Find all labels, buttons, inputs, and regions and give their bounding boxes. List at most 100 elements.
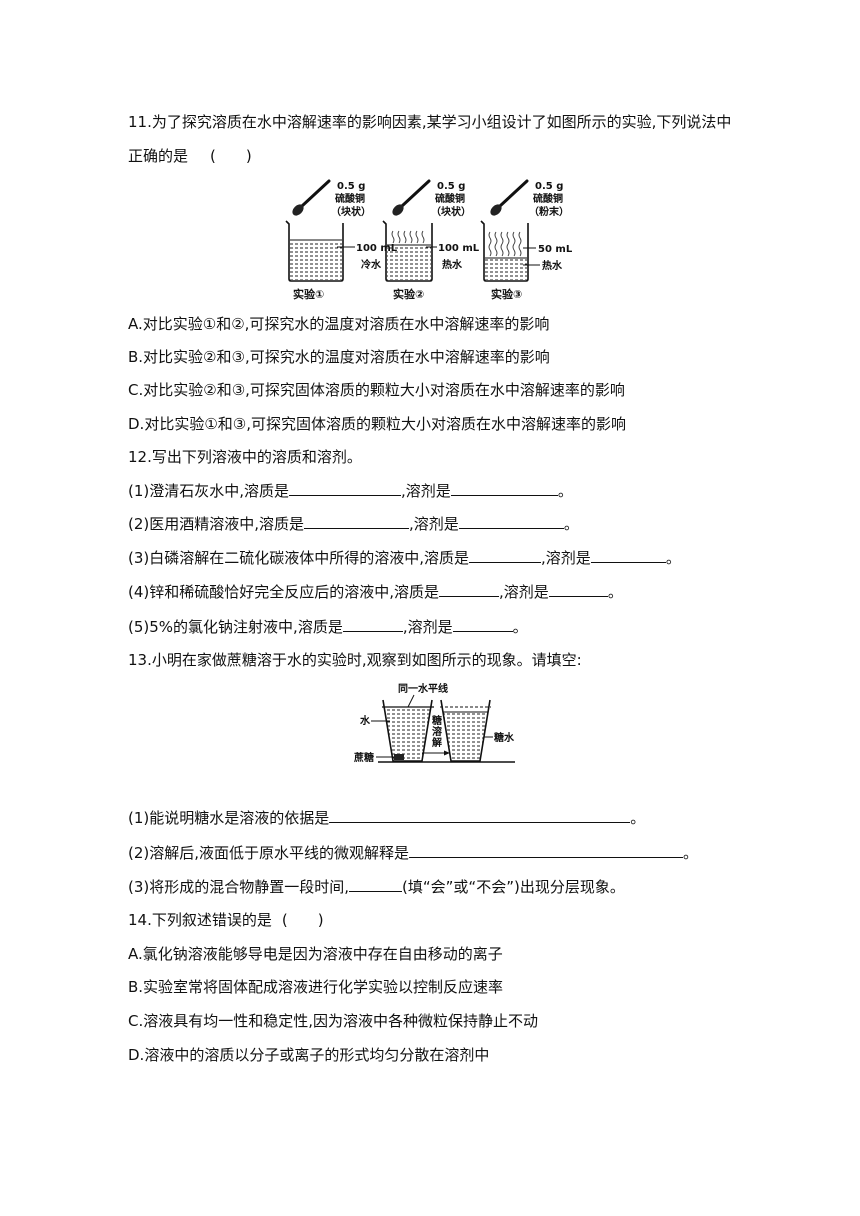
right-cup <box>440 699 491 762</box>
item-before: (4)锌和稀硫酸恰好完全反应后的溶液中,溶质是 <box>128 583 440 601</box>
q11-stem-line2: 正确的是 ( ) <box>128 146 252 166</box>
q12-item-1: (1)澄清石灰水中,溶质是 ,溶剂是 。 <box>128 481 573 501</box>
item-after: 。 <box>683 844 699 862</box>
process-arrowhead <box>444 750 450 756</box>
q11-stem-text: 正确的是 <box>128 147 189 165</box>
answer-blank <box>304 514 410 529</box>
item-before: (3)将形成的混合物静置一段时间, <box>128 878 350 896</box>
item-after: 。 <box>563 515 579 533</box>
q14-option-d: D.溶液中的溶质以分子或离子的形式均匀分散在溶剂中 <box>128 1046 490 1064</box>
spoon-bowl <box>392 204 404 216</box>
water-label: 水 <box>359 714 371 727</box>
dissolve-char-1: 糖 <box>432 714 442 727</box>
q14-option-c: C.溶液具有均一性和稳定性,因为溶液中各种微粒保持静止不动 <box>128 1012 539 1030</box>
dissolve-char-2: 溶 <box>432 725 442 738</box>
experiment-3: 0.5 g 硫酸铜 （粉末） 50 mL 热水 实验③ <box>480 179 573 301</box>
exp1-beaker <box>285 220 344 282</box>
exp2-beaker <box>382 220 433 282</box>
item-before: (2)溶解后,液面低于原水平线的微观解释是 <box>128 844 410 862</box>
spoon-handle <box>400 179 431 208</box>
item-middle: ,溶剂是 <box>541 549 591 567</box>
exp1-form: （块状） <box>331 205 371 218</box>
answer-blank <box>452 617 513 632</box>
q14-stem: 14.下列叙述错误的是 <box>128 911 272 929</box>
exp3-caption: 实验③ <box>491 287 522 301</box>
q13-item-2: (2)溶解后,液面低于原水平线的微观解释是 。 <box>128 843 698 863</box>
spoon-handle <box>300 179 331 208</box>
item-after: 。 <box>557 482 573 500</box>
item-before: (2)医用酒精溶液中,溶质是 <box>128 515 305 533</box>
q14-stem-line: 14.下列叙述错误的是 ( ) <box>128 910 324 930</box>
answer-blank <box>548 582 608 597</box>
q13-stem: 13.小明在家做蔗糖溶于水的实验时,观察到如图所示的现象。请填空: <box>128 651 582 669</box>
item-before: (5)5%的氯化钠注射液中,溶质是 <box>128 618 343 636</box>
left-cup-water <box>384 708 431 761</box>
answer-blank <box>450 481 558 496</box>
q11-option-a: A.对比实验①和②,可探究水的温度对溶质在水中溶解速率的影响 <box>128 315 550 333</box>
item-middle: ,溶剂是 <box>402 618 453 636</box>
item-after: 。 <box>607 583 623 601</box>
experiment-1: 0.5 g 硫酸铜 （块状） 100 mL 冷水 实验① <box>285 179 398 301</box>
answer-blank <box>289 481 402 496</box>
exp1-substance: 硫酸铜 <box>335 192 365 205</box>
answer-blank <box>469 548 542 563</box>
exp3-mass: 0.5 g <box>535 181 563 192</box>
q12-item-4: (4)锌和稀硫酸恰好完全反应后的溶液中,溶质是 ,溶剂是 。 <box>128 582 623 602</box>
q11-answer-bracket: ( ) <box>210 147 252 165</box>
q12-item-2: (2)医用酒精溶液中,溶质是,溶剂是。 <box>128 514 579 534</box>
q14-option-a: A.氯化钠溶液能够导电是因为溶液中存在自由移动的离子 <box>128 945 503 963</box>
answer-blank <box>439 582 500 597</box>
q11-option-d: D.对比实验①和③,可探究固体溶质的颗粒大小对溶质在水中溶解速率的影响 <box>128 415 626 433</box>
item-middle: ,溶剂是 <box>401 482 451 500</box>
exp3-steam <box>488 231 522 257</box>
item-after: 。 <box>665 549 681 567</box>
level-pointer <box>407 694 415 708</box>
item-after: 。 <box>630 809 646 827</box>
answer-blank <box>342 617 403 632</box>
experiment-2: 0.5 g 硫酸铜 （块状） 100 mL 热水 实验② <box>382 179 480 301</box>
item-before: (1)能说明糖水是溶液的依据是 <box>128 809 330 827</box>
exp1-water-label: 冷水 <box>361 258 382 271</box>
q14-option-b: B.实验室常将固体配成溶液进行化学实验以控制反应速率 <box>128 978 504 996</box>
item-after: (填“会”或“不会”)出现分层现象。 <box>402 878 625 896</box>
exp2-form: （块状） <box>431 205 471 218</box>
exp3-substance: 硫酸铜 <box>533 192 563 205</box>
sucrose-lump <box>394 754 404 760</box>
q13-sugar-figure: 同一水平线 水 糖 溶 解 糖水 蔗糖 <box>353 682 515 764</box>
level-line-label: 同一水平线 <box>398 682 448 695</box>
answer-blank <box>409 843 684 858</box>
q11-option-b: B.对比实验②和③,可探究水的温度对溶质在水中溶解速率的影响 <box>128 348 550 366</box>
dissolve-char-3: 解 <box>432 736 442 749</box>
exp2-steam <box>391 230 425 244</box>
item-before: (1)澄清石灰水中,溶质是 <box>128 482 290 500</box>
exp2-water <box>387 245 431 280</box>
left-cup <box>382 699 433 762</box>
exp1-mass: 0.5 g <box>337 181 365 192</box>
q12-item-5: (5)5%的氯化钠注射液中,溶质是 ,溶剂是 。 <box>128 617 528 637</box>
exp3-water-label: 热水 <box>542 259 563 272</box>
exp3-volume: 50 mL <box>538 244 573 255</box>
q11-option-c: C.对比实验②和③,可探究固体溶质的颗粒大小对溶质在水中溶解速率的影响 <box>128 381 625 399</box>
q12-stem: 12.写出下列溶液中的溶质和溶剂。 <box>128 448 362 466</box>
exp1-volume: 100 mL <box>356 243 398 254</box>
answer-blank <box>329 808 631 823</box>
q13-item-3: (3)将形成的混合物静置一段时间, (填“会”或“不会”)出现分层现象。 <box>128 877 625 897</box>
q12-item-3: (3)白磷溶解在二硫化碳液体中所得的溶液中,溶质是 ,溶剂是 。 <box>128 548 681 568</box>
item-middle: ,溶剂是 <box>499 583 549 601</box>
q14-answer-bracket: ( ) <box>281 911 324 929</box>
spoon-bowl <box>292 204 304 216</box>
exp2-water-label: 热水 <box>442 258 463 271</box>
q11-experiment-figure: 0.5 g 硫酸铜 （块状） 100 mL 冷水 实验① 0.5 g 硫酸铜 （… <box>285 179 573 301</box>
spoon-handle <box>498 179 529 208</box>
spoon-bowl <box>490 204 502 216</box>
q11-stem-line1: 11.为了探究溶质在水中溶解速率的影响因素,某学习小组设计了如图所示的实验,下列… <box>128 113 732 131</box>
answer-blank <box>349 877 403 892</box>
exp2-caption: 实验② <box>393 287 424 301</box>
exp3-form: （粉末） <box>529 205 569 218</box>
answer-blank <box>590 548 666 563</box>
exp1-water <box>290 240 342 280</box>
item-before: (3)白磷溶解在二硫化碳液体中所得的溶液中,溶质是 <box>128 549 470 567</box>
item-after: 。 <box>512 618 528 636</box>
sucrose-label: 蔗糖 <box>353 751 374 764</box>
